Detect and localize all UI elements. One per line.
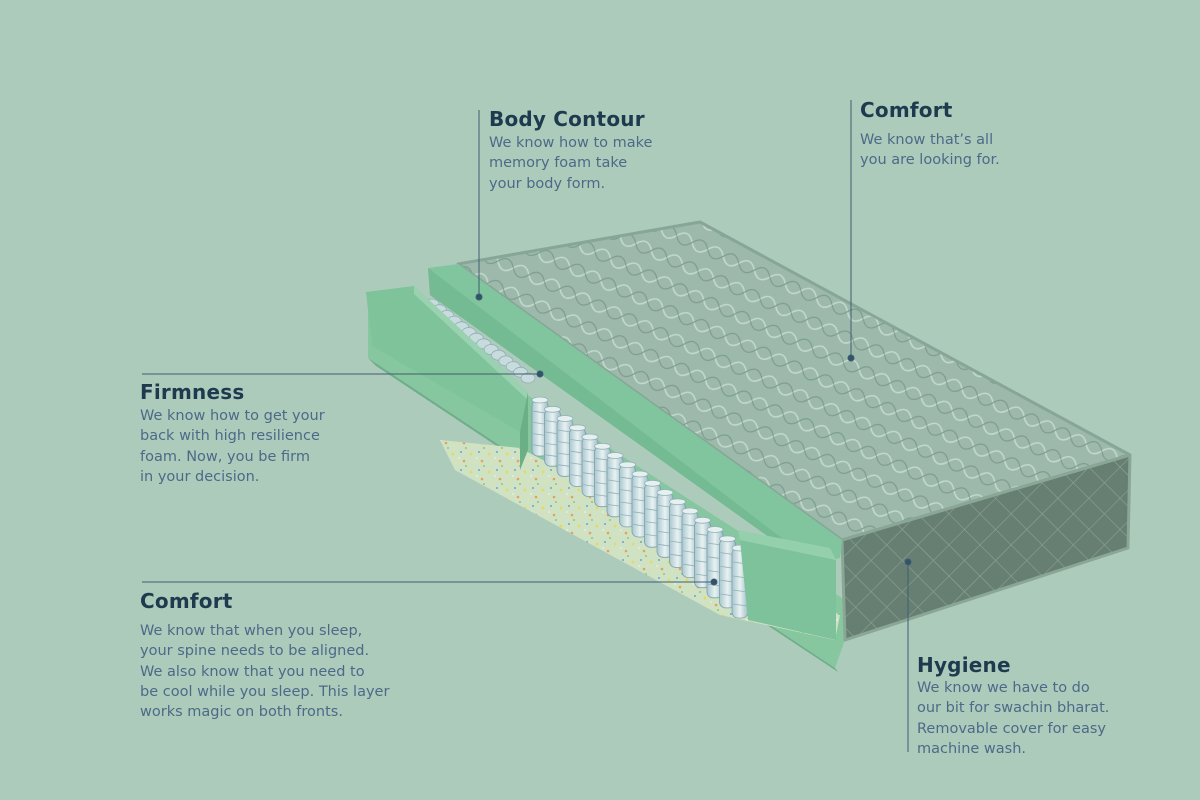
memory-foam-layer bbox=[428, 264, 842, 565]
callout-title: Body Contour bbox=[489, 107, 645, 131]
spring-coil bbox=[556, 415, 574, 477]
description-line: foam. Now, you be firm bbox=[140, 448, 310, 465]
description-line: your spine needs to be aligned. bbox=[140, 643, 370, 660]
description-line: We also know that you need to bbox=[140, 663, 365, 680]
callout-description: We know that’s all you are looking for. bbox=[860, 130, 1060, 171]
description-line: memory foam take bbox=[489, 155, 628, 172]
description-line: works magic on both fronts. bbox=[140, 704, 343, 721]
description-line: you are looking for. bbox=[860, 152, 1000, 169]
description-line: We know we have to do bbox=[917, 680, 1090, 696]
callout-comfort-bottom: Comfort We know that when you sleep, you… bbox=[140, 589, 440, 722]
callout-description: We know how to get your back with high r… bbox=[140, 406, 370, 487]
callout-description: We know that when you sleep, your spine … bbox=[140, 621, 440, 722]
description-line: We know how to make bbox=[489, 135, 653, 151]
spring-coil bbox=[669, 498, 686, 568]
spring-coil bbox=[619, 461, 636, 528]
description-line: in your decision. bbox=[140, 468, 260, 485]
description-line: We know that when you sleep, bbox=[140, 623, 363, 639]
side-fabric-panel bbox=[840, 453, 1132, 642]
spring-coil bbox=[544, 405, 561, 467]
callout-title: Hygiene bbox=[917, 653, 1011, 677]
description-line: We know how to get your bbox=[140, 408, 325, 424]
description-line: We know that’s all bbox=[860, 132, 994, 148]
callout-title: Comfort bbox=[860, 98, 953, 122]
spring-coil bbox=[644, 479, 661, 548]
leader-lines bbox=[142, 100, 912, 752]
callout-comfort-top: Comfort We know that’s all you are looki… bbox=[860, 98, 1060, 171]
description-line: be cool while you sleep. This layer bbox=[140, 683, 390, 700]
callout-firmness: Firmness We know how to get your back wi… bbox=[140, 380, 370, 487]
callout-hygiene: Hygiene We know we have to do our bit fo… bbox=[917, 653, 1157, 759]
callout-description: We know we have to do our bit for swachi… bbox=[917, 678, 1157, 759]
spring-coil bbox=[719, 535, 736, 609]
description-line: machine wash. bbox=[917, 740, 1027, 757]
description-line: our bit for swachin bharat. bbox=[917, 700, 1110, 717]
high-resilience-foam-wall bbox=[366, 286, 836, 640]
callout-title: Firmness bbox=[140, 380, 245, 404]
spring-coil bbox=[606, 452, 624, 518]
description-line: Removable cover for easy bbox=[917, 720, 1106, 737]
description-line: back with high resilience bbox=[140, 428, 320, 445]
callout-body-contour: Body Contour We know how to make memory … bbox=[489, 107, 709, 194]
spring-coil-top bbox=[520, 372, 536, 384]
description-line: your body form. bbox=[489, 175, 606, 192]
callout-title: Comfort bbox=[140, 589, 233, 613]
callout-description: We know how to make memory foam take you… bbox=[489, 133, 709, 194]
